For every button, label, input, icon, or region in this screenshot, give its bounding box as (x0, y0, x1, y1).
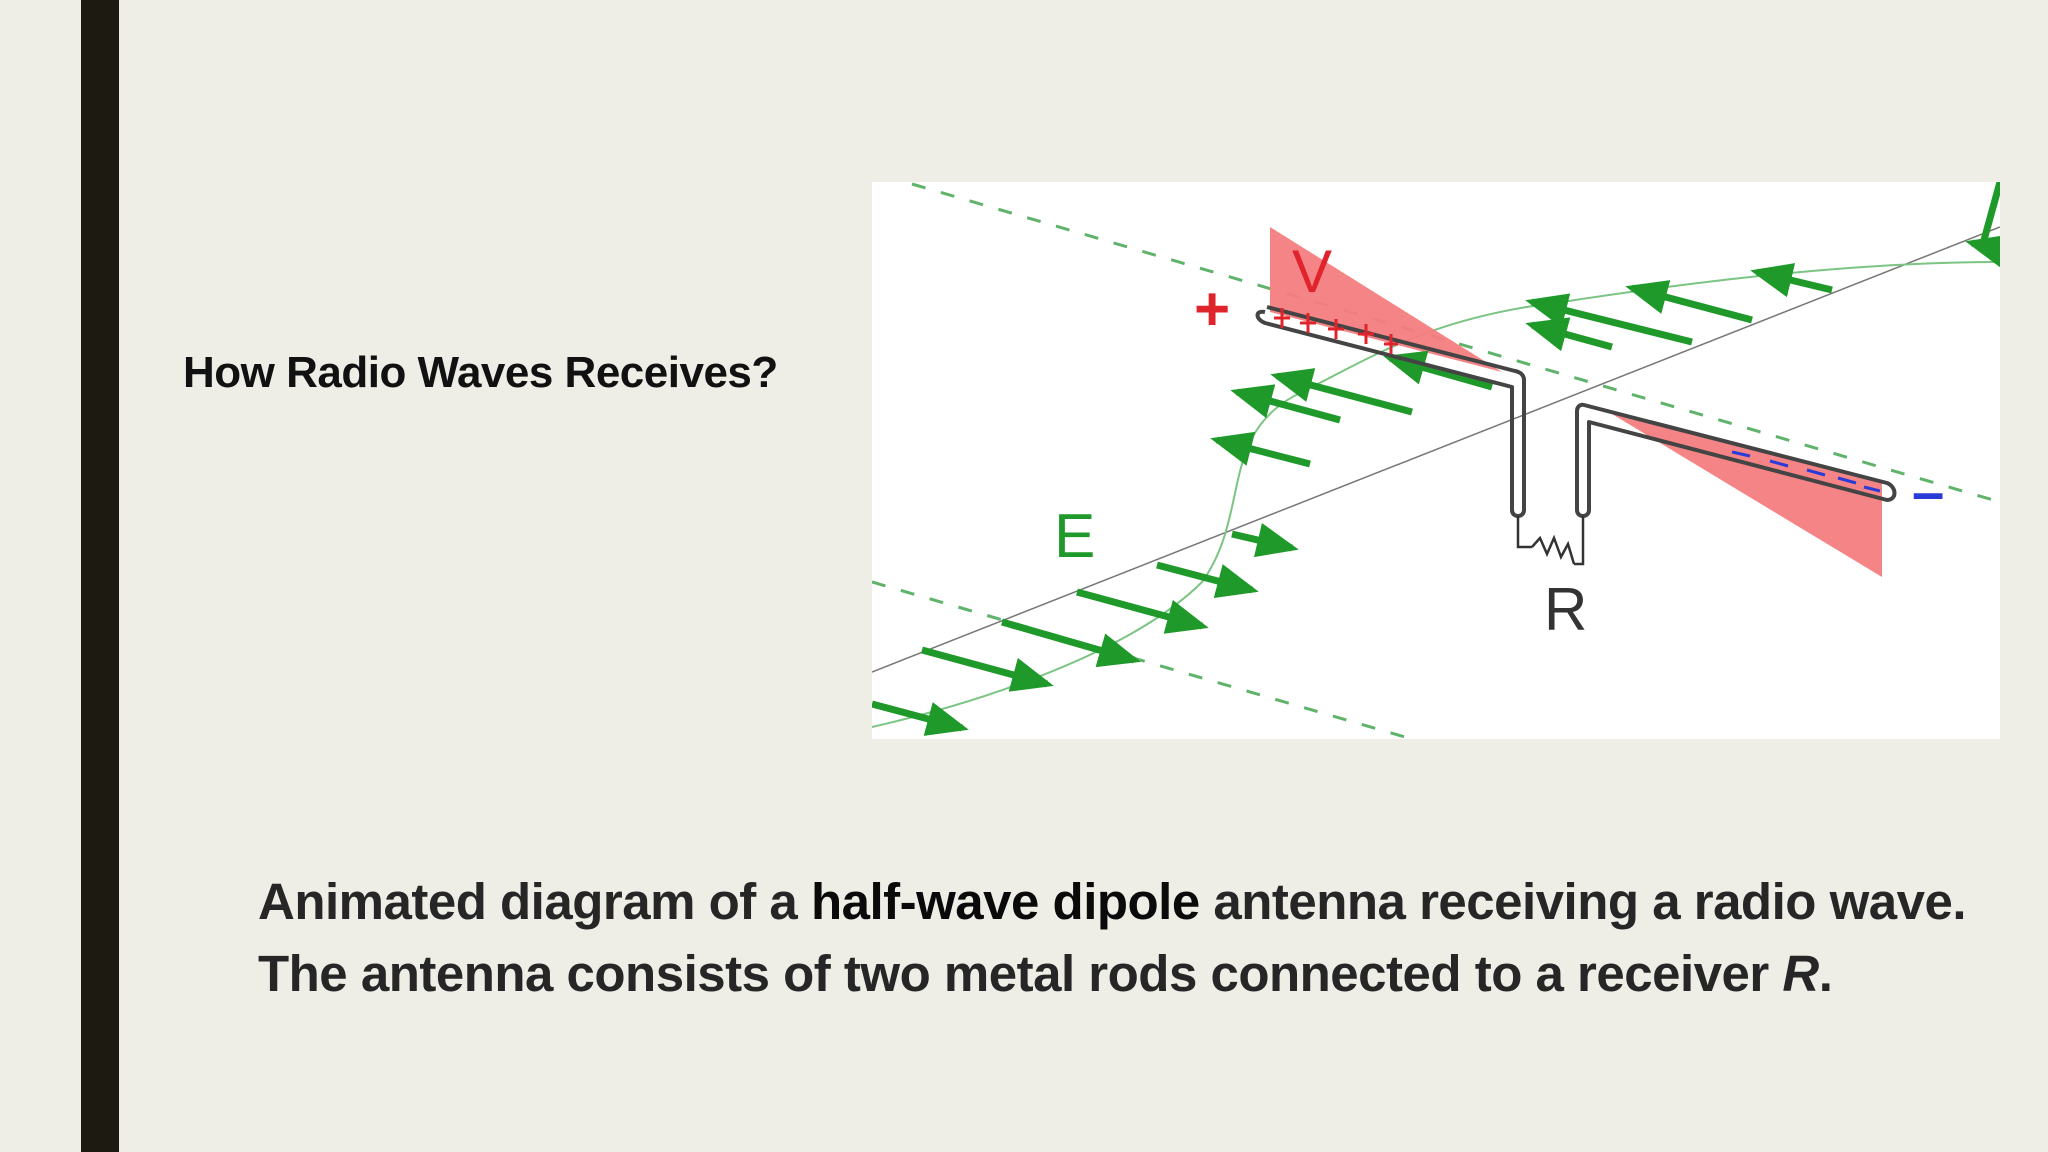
charge-minus (1731, 450, 1751, 458)
e-field-arrows (872, 182, 2000, 736)
e-field-arrow (1383, 350, 1493, 391)
e-field-arrow (1231, 523, 1299, 558)
receiver-label: R (1544, 576, 1587, 643)
e-field-arrow (1076, 588, 1209, 634)
e-field-label: E (1054, 502, 1095, 571)
feed-wire-left (1516, 516, 1532, 549)
receiver-feed (1516, 516, 1585, 566)
voltage-distribution-right (1612, 414, 1882, 577)
guide-line-lower (872, 580, 1413, 739)
positive-charges (1274, 308, 1398, 354)
positive-terminal-label: + (1194, 275, 1230, 344)
charge-minus (1837, 476, 1857, 485)
diagram-caption: Animated diagram of a half-wave dipole a… (258, 866, 1978, 1010)
e-field-arrow (1525, 317, 1613, 352)
charge-minus (1769, 459, 1789, 468)
charge-minus (1806, 468, 1826, 477)
e-field-arrow (1750, 263, 1833, 298)
voltage-label: V (1292, 238, 1332, 305)
feed-wire-right (1574, 516, 1585, 566)
e-field-arrow (921, 646, 1054, 692)
e-field-arrow (1980, 182, 2000, 241)
charge-minus (1863, 485, 1881, 493)
guide-line-upper (911, 182, 2000, 504)
slide-title: How Radio Waves Receives? (183, 348, 778, 397)
antenna-rod-right (1575, 402, 1897, 518)
e-field-arrow (1001, 618, 1141, 668)
negative-terminal-label: – (1912, 460, 1944, 525)
accent-bar (81, 0, 119, 1152)
caption-receiver-symbol: R (1782, 945, 1819, 1002)
e-field-arrow (1270, 368, 1413, 416)
caption-emphasis: half-wave dipole (810, 873, 1200, 930)
e-field-arrow (1210, 431, 1311, 468)
caption-text: . (1818, 945, 1833, 1002)
negative-charges (1731, 450, 1881, 493)
e-field-arrow (872, 700, 969, 736)
caption-text: antenna receiving a radio wave. The ante… (258, 873, 1967, 1002)
resistor-icon (1531, 534, 1576, 565)
e-field-arrow (1965, 234, 2000, 269)
e-field-arrow (1230, 384, 1341, 424)
e-field-arrow (1625, 280, 1753, 324)
e-field-arrow (1525, 293, 1693, 346)
e-field-arrow (1156, 561, 1259, 599)
propagation-axis (872, 226, 2000, 673)
caption-text: Animated diagram of a (258, 873, 811, 930)
diagram-svg: V + E R – (872, 182, 2000, 739)
voltage-distribution-left (1270, 227, 1502, 372)
dipole-antenna-diagram: V + E R – (872, 182, 2000, 739)
